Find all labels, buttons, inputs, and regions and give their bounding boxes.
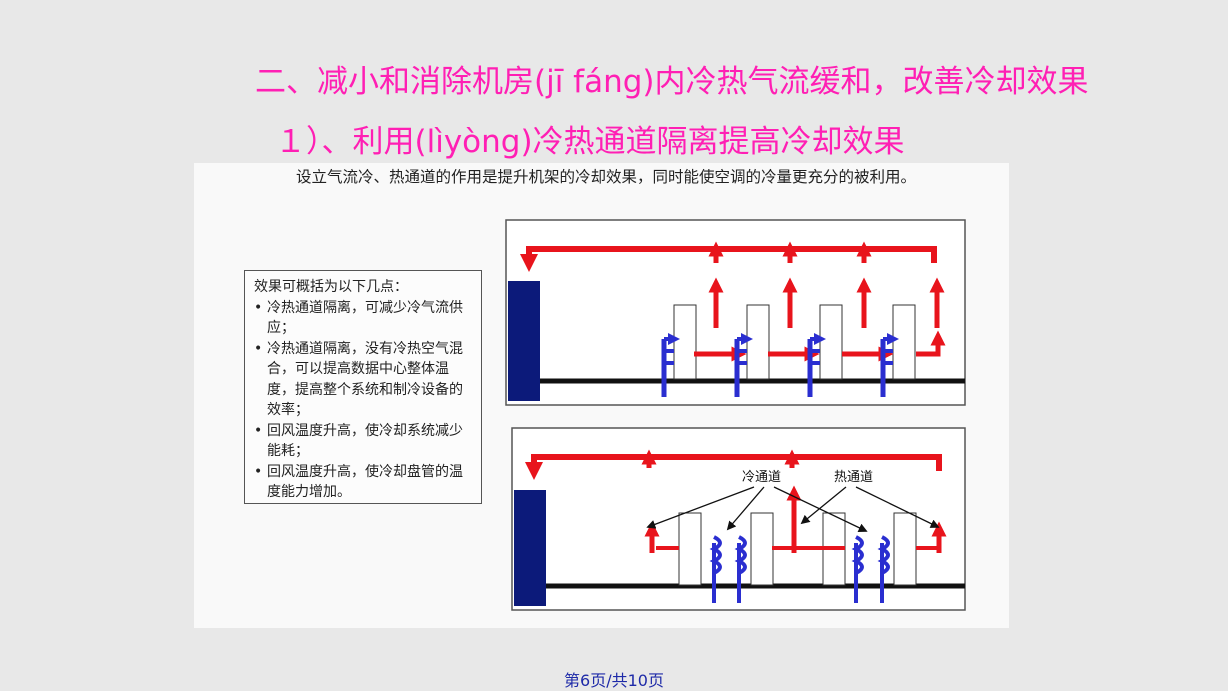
server-rack [673,304,697,380]
server-rack [746,304,770,380]
diagram-with-isolation: 冷通道 热通道 [511,427,966,611]
content-panel: 设立气流冷、热通道的作用是提升机架的冷却效果，同时能使空调的冷量更充分的被利用。… [194,163,1009,628]
effect-item: 回风温度升高，使冷却系统减少能耗； [254,421,473,462]
effects-heading: 效果可概括为以下几点： [254,279,408,295]
intro-paragraph: 设立气流冷、热通道的作用是提升机架的冷却效果，同时能使空调的冷量更充分的被利用。 [296,168,917,186]
cold-aisle-label: 冷通道 [742,470,781,485]
airflow-diagrams: 冷通道 热通道 [505,219,966,611]
slide-title: 二、减小和消除机房(jī fáng)内冷热气流缓和，改善冷却效果 [255,64,1089,100]
cold-airflow [709,535,890,603]
hot-aisle-label: 热通道 [834,470,873,485]
server-rack [893,512,917,586]
effect-item: 冷热通道隔离，没有冷热空气混合，可以提高数据中心整体温度，提高整个系统和制冷设备… [254,339,473,421]
hot-return-arrow [525,454,942,480]
effects-box: 效果可概括为以下几点： 冷热通道隔离，可减少冷气流供应； 冷热通道隔离，没有冷热… [244,270,482,504]
effect-item: 冷热通道隔离，可减少冷气流供应； [254,298,473,339]
crac-unit [514,490,546,606]
server-rack [678,512,702,586]
effect-item: 回风温度升高，使冷却盘管的温度能力增加。 [254,462,473,503]
effects-list: 冷热通道隔离，可减少冷气流供应； 冷热通道隔离，没有冷热空气混合，可以提高数据中… [254,298,473,503]
page-indicator: 第6页/共10页 [564,671,664,690]
hot-return-arrow [520,246,937,272]
crac-unit [508,281,540,401]
diagram-without-isolation [505,219,966,406]
aisle-pointers [646,486,940,532]
server-rack [750,512,774,586]
server-rack [892,304,916,380]
server-rack [819,304,843,380]
slide-subtitle: １）、利用(lìyòng)冷热通道隔离提高冷却效果 [275,124,905,160]
